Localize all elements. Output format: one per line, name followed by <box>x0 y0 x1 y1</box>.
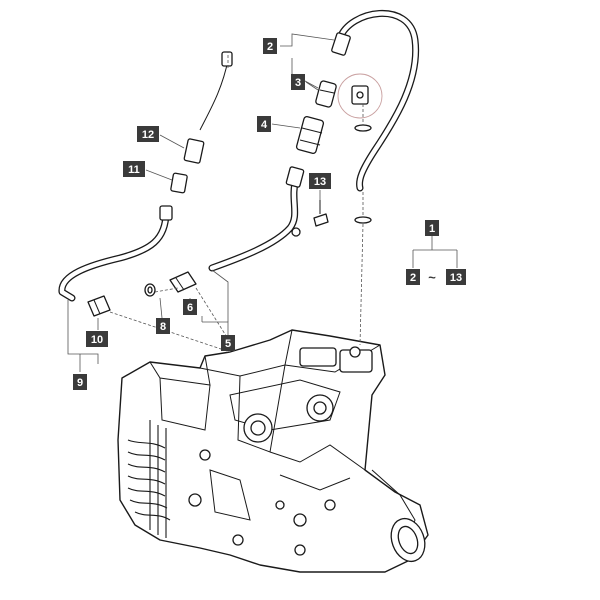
svg-text:3: 3 <box>295 77 301 89</box>
part-4-coupler <box>295 116 325 154</box>
upper-vent-hose <box>336 10 420 192</box>
part-3-coupler <box>315 80 337 108</box>
callout-range-separator: ~ <box>428 270 436 285</box>
part-6-fitting <box>169 271 197 293</box>
callout-10: 10 <box>86 331 108 347</box>
svg-text:9: 9 <box>77 377 83 389</box>
svg-text:6: 6 <box>187 302 193 314</box>
part-13-bolt <box>313 200 329 227</box>
svg-text:8: 8 <box>160 321 166 333</box>
callout-6: 6 <box>183 299 197 315</box>
svg-text:4: 4 <box>261 119 268 131</box>
svg-text:11: 11 <box>128 164 140 176</box>
svg-text:12: 12 <box>142 129 154 141</box>
callout-13: 13 <box>309 173 331 189</box>
part-12-sensor <box>183 51 233 164</box>
left-vent-tube <box>58 205 173 302</box>
svg-text:1: 1 <box>429 223 435 235</box>
callout-5: 5 <box>221 335 235 351</box>
callout-1: 1 <box>425 220 439 236</box>
middle-vent-tube <box>208 166 305 272</box>
callout-12: 12 <box>137 126 159 142</box>
svg-text:2: 2 <box>410 272 416 284</box>
callout-2: 2 <box>263 38 277 54</box>
svg-text:13: 13 <box>450 272 462 284</box>
callout-8: 8 <box>156 318 170 334</box>
callout-11: 11 <box>123 161 145 177</box>
part-11-fitting <box>170 172 188 194</box>
callout-range-from: 2 <box>406 269 420 285</box>
svg-text:10: 10 <box>91 334 103 346</box>
cooling-fins <box>127 420 171 538</box>
svg-text:2: 2 <box>267 41 273 53</box>
group-bracket <box>412 236 458 268</box>
transmission-housing <box>117 329 429 573</box>
svg-text:13: 13 <box>314 176 326 188</box>
callout-4: 4 <box>257 116 271 132</box>
callout-9: 9 <box>73 374 87 390</box>
breather-cap <box>337 73 383 346</box>
part-10-union <box>87 295 111 317</box>
svg-text:5: 5 <box>225 338 231 350</box>
part-2-hose-fitting <box>331 32 351 56</box>
callout-range-to: 13 <box>446 269 466 285</box>
callout-3: 3 <box>291 74 305 90</box>
part-8-washer <box>144 283 156 297</box>
